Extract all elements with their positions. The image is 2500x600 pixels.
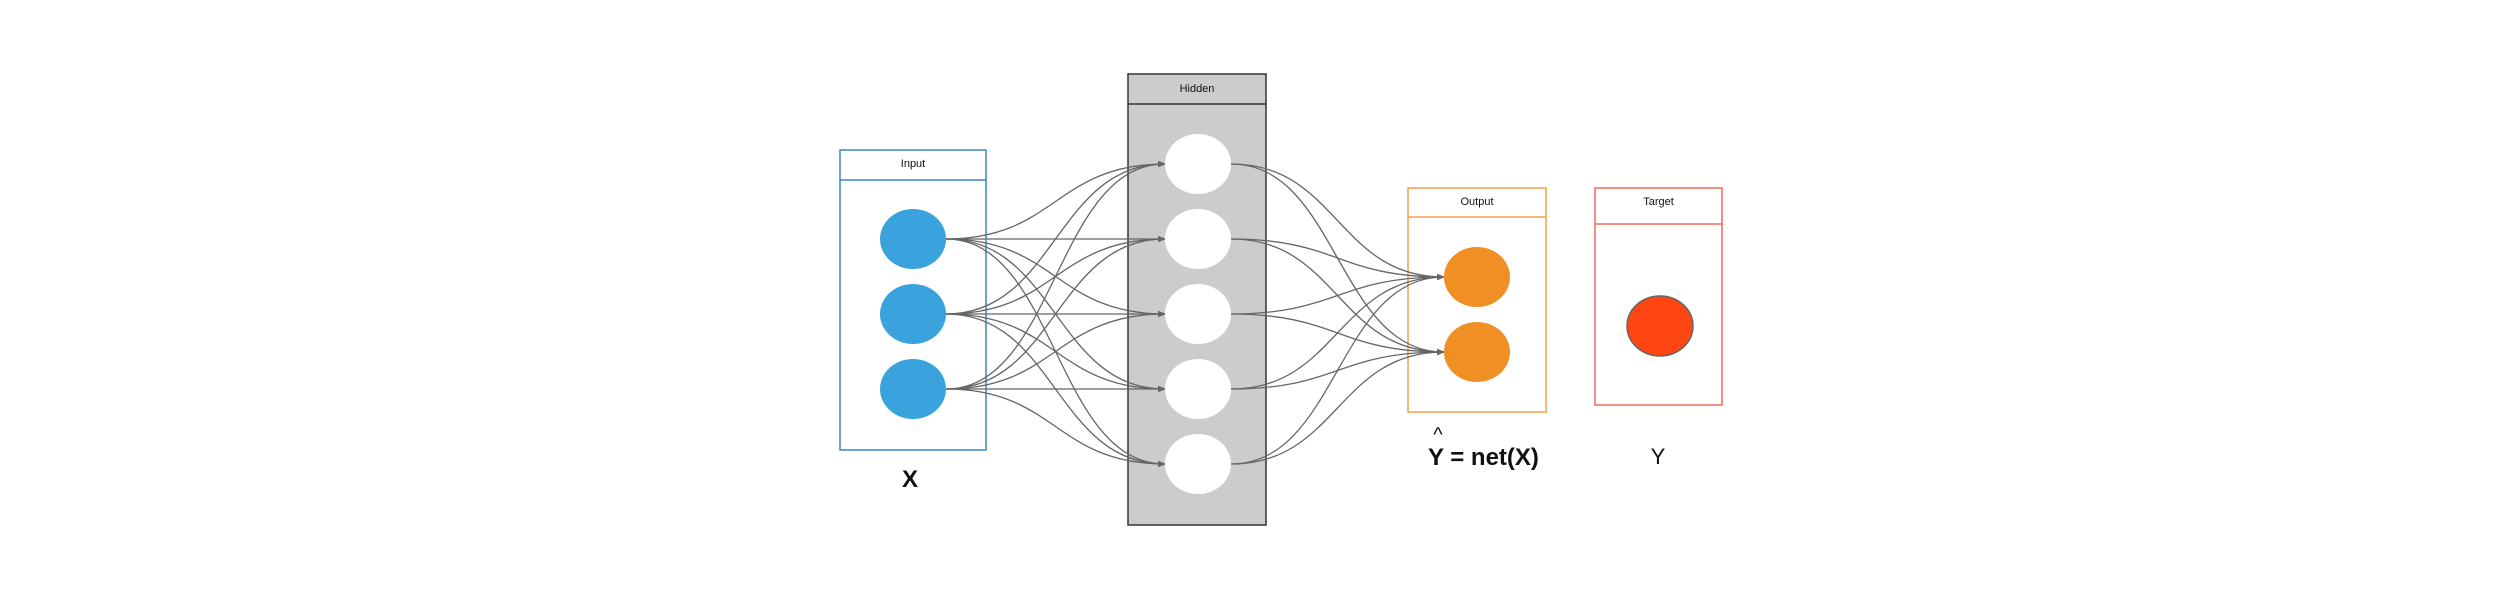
edge-hidden-3-output-1 — [1230, 273, 1445, 315]
target-node-1 — [1626, 295, 1694, 357]
edge-input-3-hidden-1 — [945, 160, 1166, 390]
output-node-2 — [1444, 322, 1510, 382]
output-caption: Y = net(X) — [1428, 444, 1539, 471]
hidden-node-2 — [1165, 209, 1231, 269]
edge-input-3-hidden-3 — [945, 310, 1166, 390]
output-caption-hat: ^ — [1433, 424, 1443, 446]
hidden-node-5 — [1165, 434, 1231, 494]
hidden-node-1 — [1165, 134, 1231, 194]
edge-input-3-hidden-5 — [945, 388, 1166, 468]
edge-hidden-1-output-1 — [1230, 163, 1445, 281]
input-node-2 — [880, 284, 946, 344]
edge-input-1-hidden-1 — [945, 160, 1166, 240]
output-node-1 — [1444, 247, 1510, 307]
hidden-node-3 — [1165, 284, 1231, 344]
edge-hidden-4-output-1 — [1230, 273, 1445, 390]
target-caption: Y — [1650, 444, 1666, 469]
input-panel-title: Input — [900, 158, 926, 170]
input-node-1 — [880, 209, 946, 269]
edge-hidden-2-output-1 — [1230, 238, 1445, 281]
output-panel-title: Output — [1460, 196, 1494, 208]
edge-hidden-5-output-2 — [1230, 348, 1445, 465]
hidden-panel-title: Hidden — [1179, 83, 1215, 95]
input-node-3 — [880, 359, 946, 419]
target-panel-title: Target — [1643, 196, 1674, 208]
network-nodes — [880, 134, 1694, 494]
edge-input-3-hidden-2 — [945, 235, 1166, 390]
edge-hidden-5-output-1 — [1230, 273, 1445, 465]
edge-input-2-hidden-1 — [945, 160, 1166, 315]
hidden-node-4 — [1165, 359, 1231, 419]
connection-edges — [945, 160, 1445, 468]
input-caption: X — [901, 466, 918, 493]
